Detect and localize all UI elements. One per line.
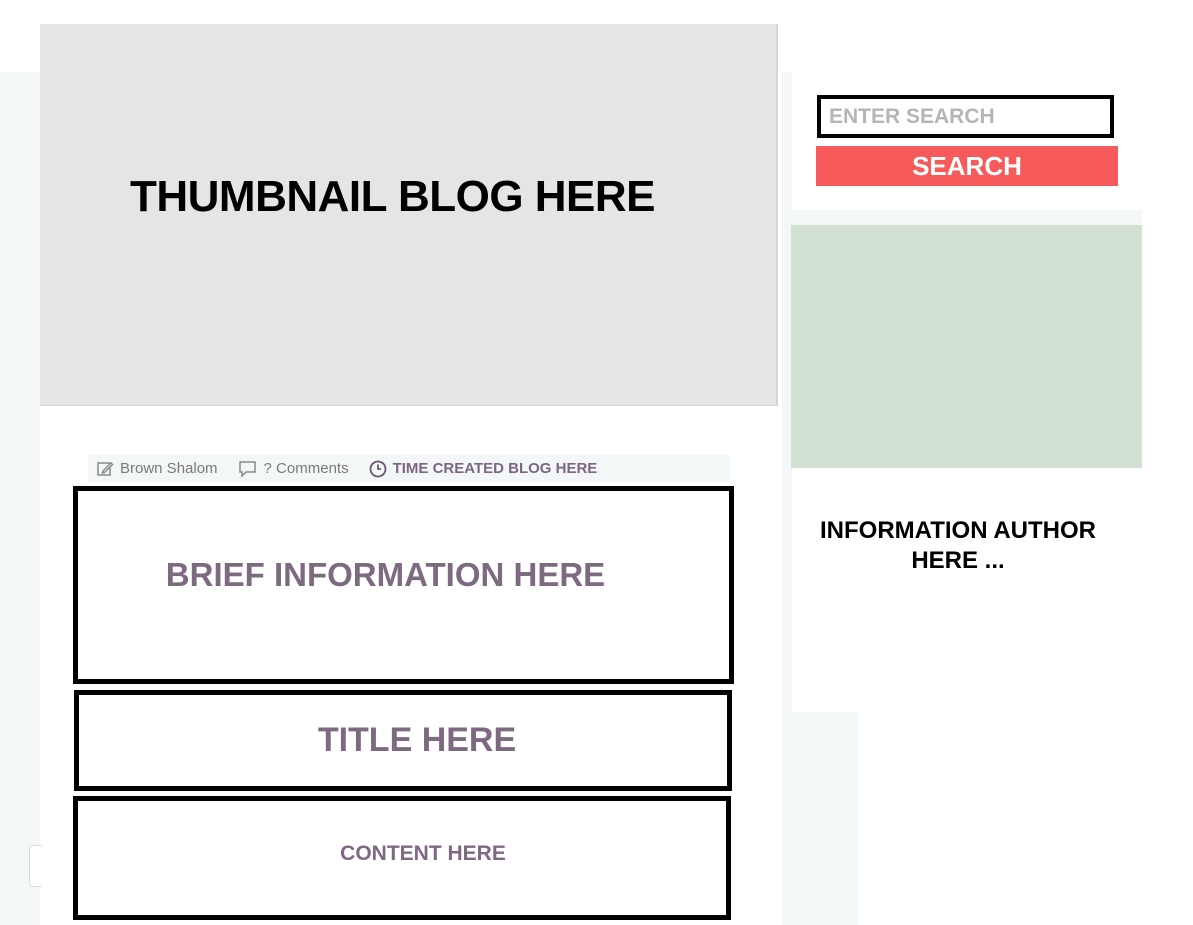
post-brief: BRIEF INFORMATION HERE <box>73 486 734 684</box>
title-text: TITLE HERE <box>317 721 517 759</box>
brief-text: BRIEF INFORMATION HERE <box>165 556 606 593</box>
comment-icon <box>238 460 256 478</box>
author-photo <box>791 225 1142 468</box>
author-card <box>792 468 1142 712</box>
side-tab[interactable] <box>29 845 42 887</box>
post-meta-bar: Brown Shalom ? Comments TIME CREATED BLO… <box>88 455 730 482</box>
comments-count: ? Comments <box>263 460 349 477</box>
author-name: Brown Shalom <box>120 460 218 477</box>
meta-comments[interactable]: ? Comments <box>238 460 349 478</box>
sidebar-divider <box>792 210 1142 225</box>
post-content: CONTENT HERE <box>73 796 731 920</box>
time-created: TIME CREATED BLOG HERE <box>392 460 598 477</box>
author-info: INFORMATION AUTHOR HERE ... <box>820 517 1096 574</box>
content-text: CONTENT HERE <box>340 842 506 865</box>
clock-icon <box>369 460 386 477</box>
edit-icon <box>97 461 114 476</box>
post-title[interactable]: TITLE HERE <box>74 690 732 791</box>
meta-author[interactable]: Brown Shalom <box>96 460 218 478</box>
thumbnail-label: THUMBNAIL BLOG HERE <box>130 172 656 221</box>
post-thumbnail[interactable]: THUMBNAIL BLOG HERE <box>40 24 778 406</box>
search-button[interactable]: SEARCH <box>816 146 1118 186</box>
search-input[interactable]: ENTER SEARCH <box>817 95 1114 138</box>
search-widget <box>792 72 1142 210</box>
meta-time: TIME CREATED BLOG HERE <box>369 460 598 478</box>
